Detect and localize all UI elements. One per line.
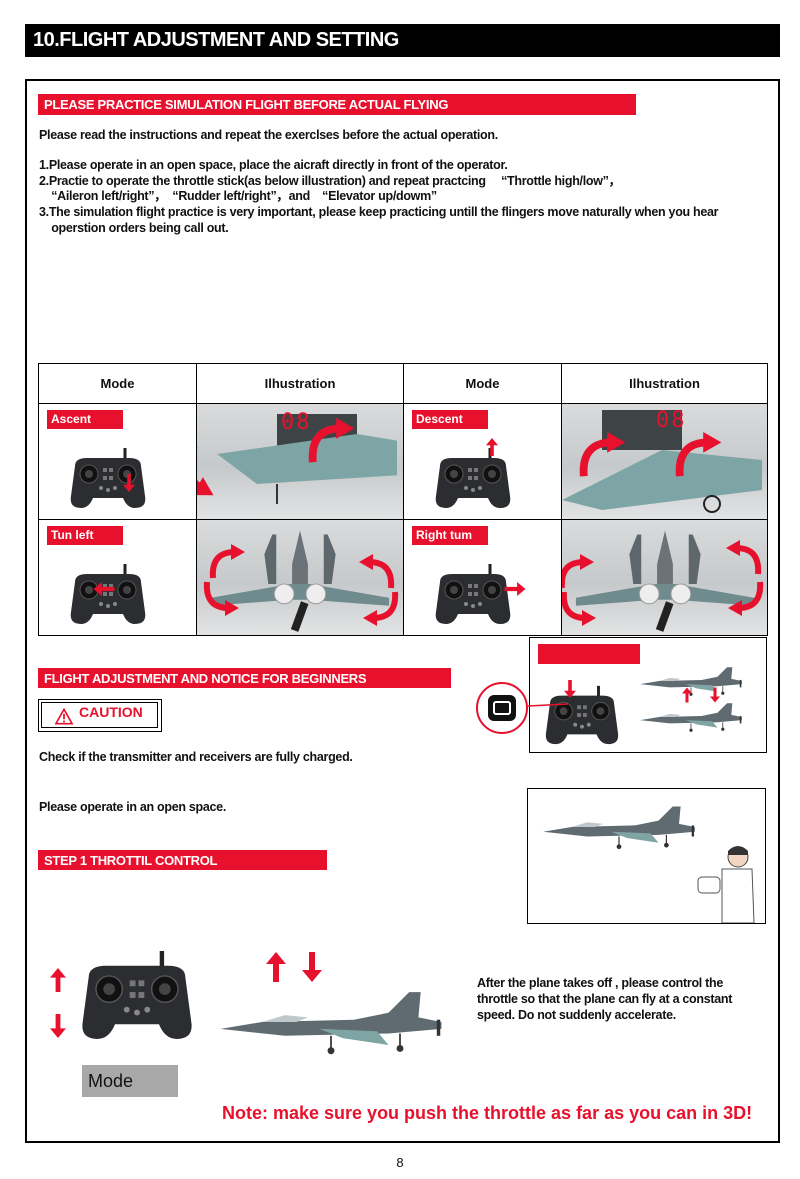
mode-label-ascent: Ascent [47,410,123,429]
section-header: 10.FLIGHT ADJUSTMENT AND SETTING [25,24,780,57]
beginners-heading: FLIGHT ADJUSTMENT AND NOTICE FOR BEGINNE… [38,668,451,688]
throttle-desc-2: throttle so that the plane can fly at a … [477,992,733,1006]
beginners-heading-text: FLIGHT ADJUSTMENT AND NOTICE FOR BEGINNE… [44,671,367,686]
mode-cell-right-turn: Right tum [403,519,562,636]
caution-box: CAUTION [38,699,162,732]
instruction-item-3b: operstion orders being call out. [39,221,229,235]
trim-illustration-box [529,637,767,753]
curved-arrow-icon [201,576,241,616]
practice-heading-text: PLEASE PRACTICE SIMULATION FLIGHT BEFORE… [44,97,449,112]
operator-image [697,846,755,923]
transmitter-image [430,444,516,512]
curved-arrow-icon [305,418,357,470]
connector-line [528,703,568,707]
table-header-mode: Mode [403,363,562,404]
tail-number: 08 [281,410,312,435]
mode-cell-ascent: Ascent [38,403,197,520]
instruction-item-2: 2.Practie to operate the throttle stick(… [39,174,621,188]
arrow-down-icon [123,470,135,496]
trim-label-bar [538,644,640,664]
mode-label-turn-left: Tun left [47,526,123,545]
tail-number: 08 [656,408,687,433]
jet-side-image [216,984,446,1060]
trim-button-zoom-icon [476,682,528,734]
throttle-note: Note: make sure you push the throttle as… [222,1103,753,1123]
arrow-right-icon [500,582,530,596]
charge-notice: Check if the transmitter and receivers a… [39,750,353,764]
arrow-up-icon [682,686,692,704]
illustration-descent: 08 [561,403,768,520]
curved-arrow-icon [724,540,764,580]
section-title: 10.FLIGHT ADJUSTMENT AND SETTING [33,29,399,51]
illustration-turn-left [196,519,404,636]
table-header-illustration: Ilhustration [561,363,768,404]
arrow-down-icon [50,1012,66,1040]
arrow-down-icon [564,678,576,700]
page-number: 8 [396,1155,404,1170]
throttle-desc-3: speed. Do not suddenly accelerate. [477,1008,676,1022]
illustration-ascent: 08 [196,403,404,520]
mode-cell-descent: Descent [403,403,562,520]
warning-icon [55,708,73,725]
mode-table: Mode Ilhustration Mode Ilhustration Asce… [38,363,768,636]
arrow-down-icon [302,950,322,984]
arrow-left-icon [89,582,119,596]
jet-side-image [540,803,698,851]
table-header-mode: Mode [38,363,197,404]
caution-label: CAUTION [79,704,143,720]
instruction-item-3: 3.The simulation flight practice is very… [39,205,719,219]
transmitter-image [74,940,200,1050]
curved-arrow-icon [361,586,401,626]
curved-arrow-icon [562,586,599,626]
mode-badge: Mode [82,1065,178,1097]
arrow-down-icon [710,686,720,704]
arrow-up-icon [486,434,498,460]
content-frame [25,79,780,1143]
throttle-heading-text: STEP 1 THROTTIL CONTROL [44,853,218,868]
mode-label-right-turn: Right tum [412,526,488,545]
throttle-heading: STEP 1 THROTTIL CONTROL [38,850,327,870]
open-space-notice: Please operate in an open space. [39,800,227,814]
operator-illustration-box [527,788,766,924]
practice-heading: PLEASE PRACTICE SIMULATION FLIGHT BEFORE… [38,94,636,115]
curved-arrow-icon [576,432,628,484]
caution-inner-frame [41,702,158,728]
curved-arrow-icon [726,576,766,616]
intro-text: Please read the instructions and repeat … [39,128,498,142]
instruction-item-1: 1.Please operate in an open space, place… [39,158,508,172]
jet-side-image [638,700,744,734]
throttle-desc-1: After the plane takes off , please contr… [477,976,723,990]
instruction-item-2b: “Aileron left/right”， “Rudder left/right… [39,189,437,203]
table-header-illustration: Ilhustration [196,363,404,404]
transmitter-image [65,444,151,512]
mode-label-descent: Descent [412,410,488,429]
arrow-up-icon [50,966,66,994]
mode-cell-turn-left: Tun left [38,519,197,636]
arrow-up-icon [266,950,286,984]
mode-badge-label: Mode [88,1071,134,1091]
illustration-right-turn [561,519,768,636]
curved-arrow-icon [672,432,724,484]
transmitter-image [540,682,624,748]
